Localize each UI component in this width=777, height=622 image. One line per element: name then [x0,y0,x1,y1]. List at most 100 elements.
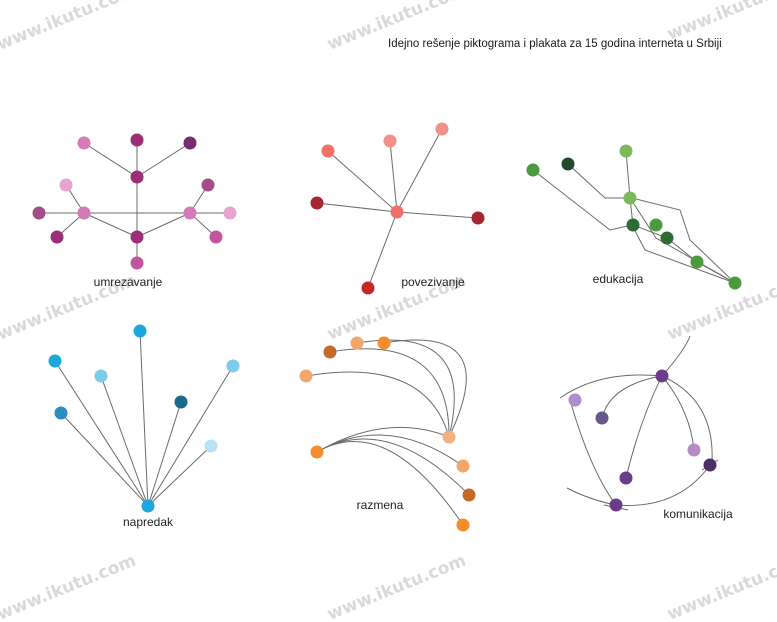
connection-node [361,281,375,295]
watermark-text: www.ikutu.com [324,0,469,55]
education-node [561,157,575,171]
progress-node [94,369,108,383]
progress-node [204,439,218,453]
exchange-node [377,336,391,350]
edge-curve [329,348,450,438]
edge-line [139,330,149,507]
communication-node [609,498,623,512]
edge-line [136,142,191,178]
edge-path [631,197,736,284]
watermark-text: www.ikutu.com [0,551,139,622]
watermark-text: www.ikutu.com [664,271,777,345]
edge-path [625,150,736,284]
edge-curve [601,375,663,419]
edge-line [100,375,149,507]
communication-node [595,411,609,425]
education-node [728,276,742,290]
panel-komunikacija: komunikacija [559,335,733,521]
network-node [183,206,197,220]
network-node [130,170,144,184]
exchange-node [456,518,470,532]
watermark-text: www.ikutu.com [664,0,777,45]
exchange-node [310,445,324,459]
network-node [130,133,144,147]
communication-node [568,393,582,407]
network-node [77,206,91,220]
base-node [141,499,155,513]
edge-line [316,202,398,213]
exchange-node [442,430,456,444]
network-node [59,178,73,192]
network-node [223,206,237,220]
edge-line [83,212,138,238]
label-napredak: napredak [123,515,174,529]
edge-line [396,128,443,213]
connection-node [471,211,485,225]
edge-curve [316,441,464,526]
edge-line [147,401,182,507]
edge-line [327,150,398,213]
watermark-text: www.ikutu.com [0,0,139,55]
label-umrezavanje: umrezavanje [94,275,163,289]
progress-node [133,324,147,338]
edge-curve [625,375,663,479]
edge-line [389,140,398,213]
progress-node [174,395,188,409]
communication-node [703,458,717,472]
label-razmena: razmena [357,498,404,512]
panel-umrezavanje: umrezavanje [32,133,237,289]
network-node [77,136,91,150]
panel-povezivanje: povezivanje [310,122,485,295]
panel-razmena: razmena [299,336,476,532]
edge-line [396,211,479,219]
exchange-node [456,459,470,473]
connection-node [383,134,397,148]
exchange-node [299,369,313,383]
network-node [209,230,223,244]
label-edukacija: edukacija [593,272,644,286]
edge-curve [305,371,450,438]
connection-node [321,144,335,158]
edge-curve [383,339,467,438]
network-node [32,206,46,220]
communication-node [687,443,701,457]
progress-node [54,406,68,420]
network-node [183,136,197,150]
education-node [626,218,640,232]
hub-node [390,205,404,219]
network-node [50,230,64,244]
edge-line [367,211,398,289]
edge-curve [356,339,455,438]
communication-node [619,471,633,485]
progress-node [226,359,240,373]
label-povezivanje: povezivanje [401,275,465,289]
education-node [649,218,663,232]
education-node [526,163,540,177]
network-node [201,178,215,192]
edge-line [147,365,234,507]
page-title: Idejno rešenje piktograma i plakata za 1… [388,38,722,50]
progress-node [48,354,62,368]
communication-node [655,369,669,383]
education-node [690,255,704,269]
panel-napredak: napredak [48,324,240,529]
edge-curve [569,399,617,506]
network-node [130,230,144,244]
education-node [619,144,633,158]
connection-node [435,122,449,136]
edge-curve [316,438,470,496]
education-node [623,191,637,205]
edge-line [54,360,149,507]
connection-node [310,196,324,210]
watermark-text: www.ikutu.com [664,551,777,622]
edge-curve [316,426,450,453]
edge-line [83,142,138,178]
exchange-node [462,488,476,502]
edge-line [136,212,191,238]
edge-line [147,445,212,507]
education-node [660,231,674,245]
network-node [130,256,144,270]
exchange-node [350,336,364,350]
